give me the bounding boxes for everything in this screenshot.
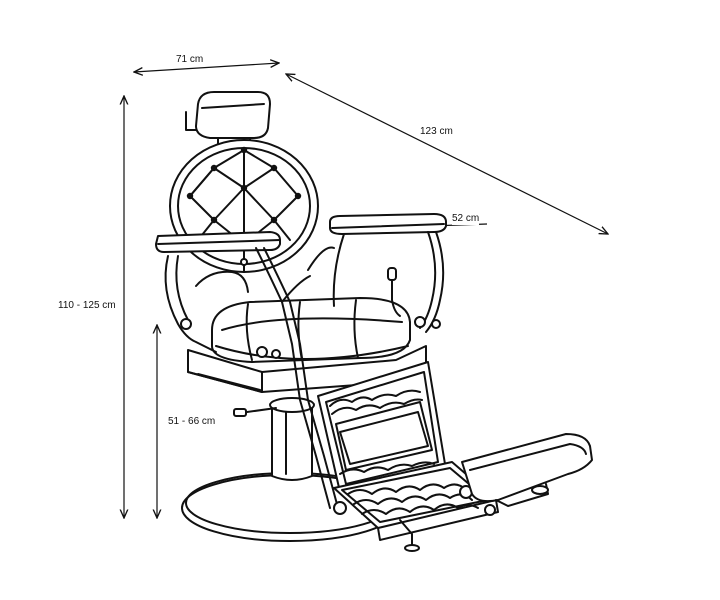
height-range-label: 110 - 125 cm [58,300,116,312]
footrest [333,461,499,552]
seat-height-range-label: 51 - 66 cm [168,416,216,428]
headrest [185,91,271,147]
side-frames [255,247,339,509]
seat-width-label: 52 cm [452,213,480,225]
width-dimension-line [134,63,279,72]
left-armrest [155,231,281,359]
width-label: 71 cm [176,54,204,66]
length-dimension-line [286,74,608,234]
right-armrest [307,213,447,333]
front-leg-panel [317,361,447,493]
length-label: 123 cm [420,126,453,138]
leg-extension [461,433,593,507]
seat-cushion [211,297,411,363]
